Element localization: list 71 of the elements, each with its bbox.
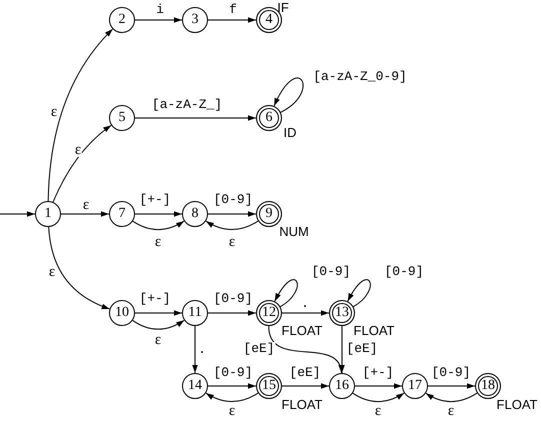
self-loop-arrow <box>347 279 371 308</box>
state-number: 7 <box>118 207 126 221</box>
state-number: 15 <box>262 379 276 393</box>
state-number: 9 <box>266 207 272 221</box>
state-number: 3 <box>192 13 198 27</box>
transition-arrow <box>425 392 478 402</box>
transition-arrow <box>205 220 259 230</box>
transition-arrow <box>268 326 343 374</box>
transition-arrow <box>134 115 256 121</box>
token-label: FLOAT <box>282 398 322 412</box>
state-circle <box>182 7 208 33</box>
transition-arrow <box>208 211 256 217</box>
transition-arrow <box>339 326 345 374</box>
state-circle <box>402 373 428 399</box>
transition-arrow <box>132 320 185 330</box>
transition-arrow <box>354 383 402 389</box>
state-number: 17 <box>408 379 422 393</box>
state-number: 4 <box>266 13 272 27</box>
state-number: 2 <box>118 13 126 27</box>
accepting-state-circle <box>329 300 355 326</box>
transition-arrow <box>134 310 182 316</box>
state-number: 16 <box>335 379 349 393</box>
token-label: IF <box>277 1 289 15</box>
accepting-state-circle <box>256 373 282 399</box>
transition-arrow <box>60 211 110 217</box>
state-circle <box>182 300 208 326</box>
token-label: FLOAT <box>496 398 538 412</box>
transition-arrow <box>0 211 36 217</box>
accepting-state-circle <box>475 373 501 399</box>
state-number: 11 <box>188 306 202 320</box>
state-number: 1 <box>44 207 52 221</box>
state-circle <box>109 300 135 326</box>
transition-arrow <box>192 326 198 374</box>
state-circle <box>109 201 135 227</box>
state-number: 5 <box>118 111 126 125</box>
transition-arrow <box>208 17 256 23</box>
transition-arrow <box>52 124 112 203</box>
accepting-state-circle <box>256 105 282 131</box>
state-number: 6 <box>266 111 272 125</box>
token-label: FLOAT <box>282 324 322 338</box>
state-number: 13 <box>335 306 349 320</box>
transition-arrow <box>205 392 259 402</box>
transition-arrow <box>208 310 256 316</box>
state-number: 18 <box>481 379 495 393</box>
transition-arrow <box>132 220 185 230</box>
state-number: 12 <box>262 306 276 320</box>
transition-arrow <box>48 226 110 310</box>
transition-arrow <box>282 310 330 316</box>
transition-arrow <box>428 383 476 389</box>
state-circle <box>35 201 61 227</box>
transition-arrow <box>134 17 182 23</box>
token-label: FLOAT <box>354 324 394 338</box>
transition-arrow <box>134 211 182 217</box>
state-circle <box>182 373 208 399</box>
self-loop-arrow <box>274 279 298 308</box>
transition-arrow <box>48 28 114 202</box>
state-number: 8 <box>192 207 198 221</box>
transition-arrow <box>282 383 330 389</box>
state-circle <box>182 201 208 227</box>
state-circle <box>109 7 135 33</box>
self-loop-arrow <box>274 78 304 113</box>
accepting-state-circle <box>256 201 282 227</box>
accepting-state-circle <box>256 300 282 326</box>
transition-arrow <box>208 383 256 389</box>
token-label: ID <box>284 126 296 140</box>
state-circle <box>329 373 355 399</box>
token-label: NUM <box>279 225 309 239</box>
state-number: 10 <box>115 306 129 320</box>
transition-arrow <box>352 392 405 402</box>
state-circle <box>109 105 135 131</box>
state-number: 14 <box>188 379 202 393</box>
